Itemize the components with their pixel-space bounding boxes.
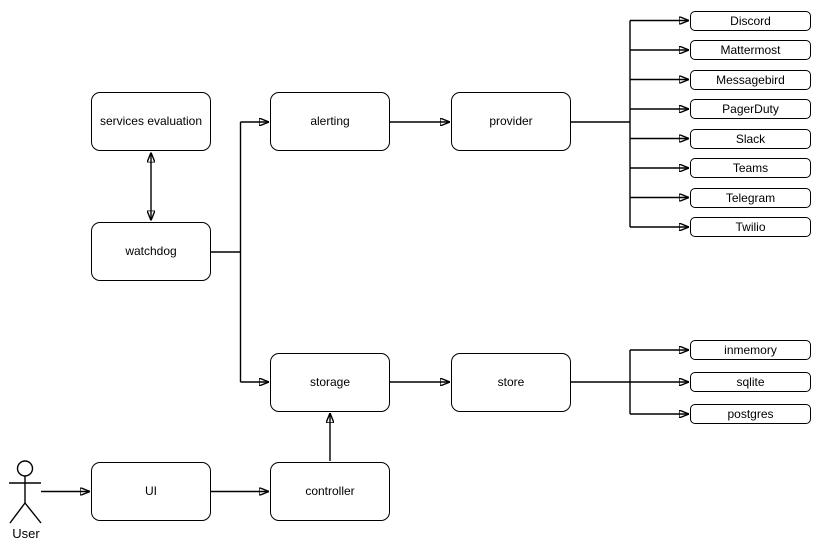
node-alerting: alerting [270, 92, 390, 151]
node-telegram: Telegram [690, 187, 811, 208]
user-actor-head [16, 460, 34, 477]
node-services-evaluation: services evaluation [91, 92, 211, 151]
node-pagerduty: PagerDuty [690, 99, 811, 119]
node-messagebird: Messagebird [690, 69, 811, 90]
user-actor-leg-right [24, 502, 42, 524]
node-twilio: Twilio [690, 217, 811, 237]
user-actor-figure [9, 460, 42, 524]
node-ui: UI [91, 462, 211, 521]
node-provider: provider [451, 92, 571, 151]
node-storage: storage [270, 353, 390, 412]
node-store: store [451, 353, 571, 412]
node-mattermost: Mattermost [690, 40, 811, 60]
node-slack: Slack [690, 128, 811, 149]
user-actor-label: User [12, 526, 40, 541]
node-postgres: postgres [690, 404, 811, 424]
node-sqlite: sqlite [690, 372, 811, 392]
node-controller: controller [270, 462, 390, 521]
node-discord: Discord [690, 10, 811, 31]
node-inmemory: inmemory [690, 340, 811, 360]
user-actor-leg-left [9, 502, 26, 524]
node-teams: Teams [690, 158, 811, 178]
node-watchdog: watchdog [91, 222, 211, 281]
